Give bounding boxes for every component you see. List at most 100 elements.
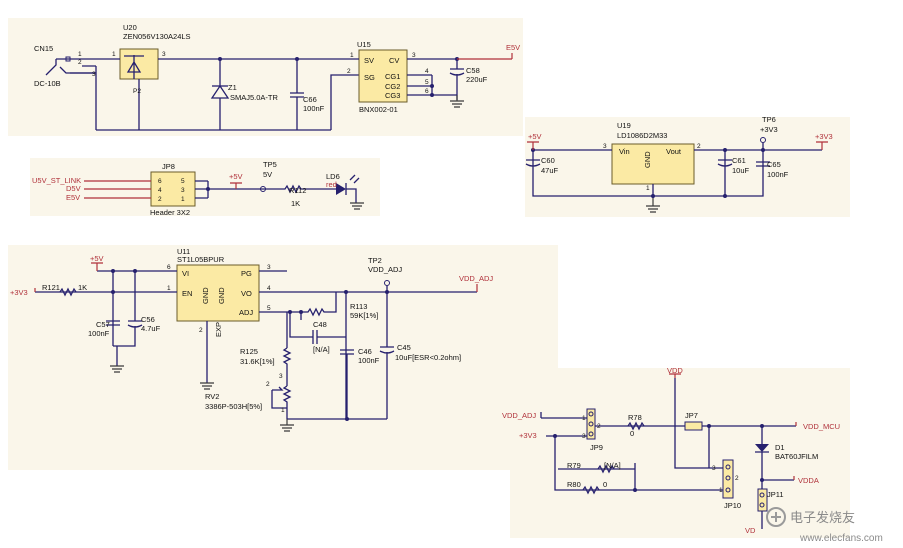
u11-ref: U11 bbox=[177, 247, 190, 256]
u15-n2: 2 bbox=[347, 68, 351, 75]
c56-capacitor bbox=[127, 320, 143, 328]
cn15-pin3: 3 bbox=[92, 71, 96, 78]
c61-ref: C61 bbox=[732, 156, 746, 165]
u20-pin3: 3 bbox=[162, 51, 166, 58]
adj-feedback-network bbox=[286, 292, 395, 420]
u20-protector bbox=[113, 48, 258, 130]
p5v-symbol bbox=[91, 262, 103, 271]
r112-ref: R112 bbox=[289, 186, 306, 195]
r121-ref: R121 bbox=[42, 283, 60, 292]
u20-part: ZEN056V130A24LS bbox=[123, 32, 191, 41]
u20-pin1: 1 bbox=[112, 51, 116, 58]
u19-ref: U19 bbox=[617, 121, 631, 130]
ld6-led bbox=[336, 174, 360, 203]
u11-vo: VO bbox=[241, 289, 252, 298]
ground-icon bbox=[646, 198, 660, 213]
junction bbox=[345, 417, 349, 421]
c65-capacitor bbox=[756, 161, 770, 167]
u11-exp: EXP bbox=[214, 322, 223, 337]
vdd-symbol bbox=[669, 373, 681, 378]
u11-p3v3: +3V3 bbox=[10, 288, 28, 297]
u11-regulator bbox=[35, 264, 477, 383]
rv2-potentiometer bbox=[271, 385, 292, 419]
u15-ref: U15 bbox=[357, 40, 371, 49]
jp8-pin3: 3 bbox=[181, 187, 185, 194]
r112-resistor bbox=[263, 184, 336, 194]
ground-icon bbox=[450, 95, 464, 108]
cn15-pin2: 2 bbox=[78, 59, 82, 66]
u11-gnd2: GND bbox=[217, 287, 226, 304]
z1-part: SMAJ5.0A-TR bbox=[230, 93, 279, 102]
watermark-cn: 电子发烧友 bbox=[790, 510, 855, 526]
junction bbox=[206, 187, 210, 191]
c48-ref: C48 bbox=[313, 320, 327, 329]
jp11-pin bbox=[759, 492, 765, 498]
u15-n3: 3 bbox=[412, 52, 416, 59]
jp10-pin bbox=[725, 475, 731, 481]
jp9-pin bbox=[588, 421, 594, 427]
tp5-value: 5V bbox=[263, 170, 272, 179]
z1-tvs-diode bbox=[210, 59, 230, 130]
u11-part: ST1L05BPUR bbox=[177, 255, 225, 264]
jp8-ref: JP8 bbox=[162, 162, 175, 171]
c46-ref: C46 bbox=[358, 347, 372, 356]
tp6-ref: TP6 bbox=[762, 115, 776, 124]
u11-pin4: 4 bbox=[267, 285, 271, 292]
junction bbox=[111, 290, 115, 294]
jp9-ref: JP9 bbox=[590, 443, 603, 452]
u15-filter bbox=[258, 49, 457, 103]
jp8-p5v: +5V bbox=[229, 172, 243, 181]
ld6-ref: LD6 bbox=[326, 172, 340, 181]
u11-pin5: 5 bbox=[267, 305, 271, 312]
r113-value: 59K[1%] bbox=[350, 311, 378, 320]
c57-ref: C57 bbox=[96, 320, 110, 329]
junction bbox=[651, 194, 655, 198]
r79-value: [N/A] bbox=[604, 461, 621, 470]
tp5-ref: TP5 bbox=[263, 160, 277, 169]
ground-return-wire bbox=[96, 74, 359, 131]
jp11-pin bbox=[759, 502, 765, 508]
u11-pin6: 6 bbox=[167, 264, 171, 271]
jp10-pin bbox=[725, 487, 731, 493]
c57-capacitor bbox=[106, 320, 120, 326]
u11-pg: PG bbox=[241, 269, 252, 278]
jp8-part: Header 3X2 bbox=[150, 208, 190, 217]
jp8-pin1: 1 bbox=[181, 196, 185, 203]
c58-ref: C58 bbox=[466, 66, 480, 75]
jp9-pin bbox=[588, 431, 594, 437]
junction bbox=[111, 269, 115, 273]
c58-value: 220uF bbox=[466, 75, 488, 84]
junction bbox=[707, 424, 711, 428]
u15-n5: 5 bbox=[425, 79, 429, 86]
jp9-pin1: 1 bbox=[582, 415, 586, 422]
c66-ref: C66 bbox=[303, 95, 317, 104]
cn15-type: DC-10B bbox=[34, 79, 61, 88]
p3v3-symbol bbox=[816, 141, 828, 150]
net-u5v-st-link: U5V_ST_LINK bbox=[32, 176, 81, 185]
u11-pin2: 2 bbox=[199, 327, 203, 334]
c45-value: 10uF[ESR<0.2ohm] bbox=[395, 353, 461, 362]
c61-capacitor bbox=[717, 159, 733, 167]
jp9-pin2: 2 bbox=[597, 423, 601, 430]
u11-pin1: 1 bbox=[167, 285, 171, 292]
u19-gnd: GND bbox=[643, 151, 652, 168]
jp11-ref: JP11 bbox=[767, 490, 784, 499]
u19-pin2: 2 bbox=[697, 143, 701, 150]
d1-ref: D1 bbox=[775, 443, 785, 452]
u19-regulator bbox=[532, 143, 822, 198]
jp7-jumper bbox=[684, 421, 703, 431]
junction bbox=[133, 269, 137, 273]
sel-vdd: VDD bbox=[667, 366, 683, 375]
jp8-pin2: 2 bbox=[158, 196, 162, 203]
u11-en: EN bbox=[182, 289, 192, 298]
c65-value: 100nF bbox=[767, 170, 789, 179]
r112-value: 1K bbox=[291, 199, 300, 208]
c60-ref: C60 bbox=[541, 156, 555, 165]
u19-pin3: 3 bbox=[603, 143, 607, 150]
net-e5v: E5V bbox=[66, 193, 80, 202]
r125-resistor bbox=[282, 347, 292, 386]
u15-n6: 6 bbox=[425, 88, 429, 95]
ground-icon bbox=[350, 202, 364, 210]
jp7-ref: JP7 bbox=[685, 411, 698, 420]
